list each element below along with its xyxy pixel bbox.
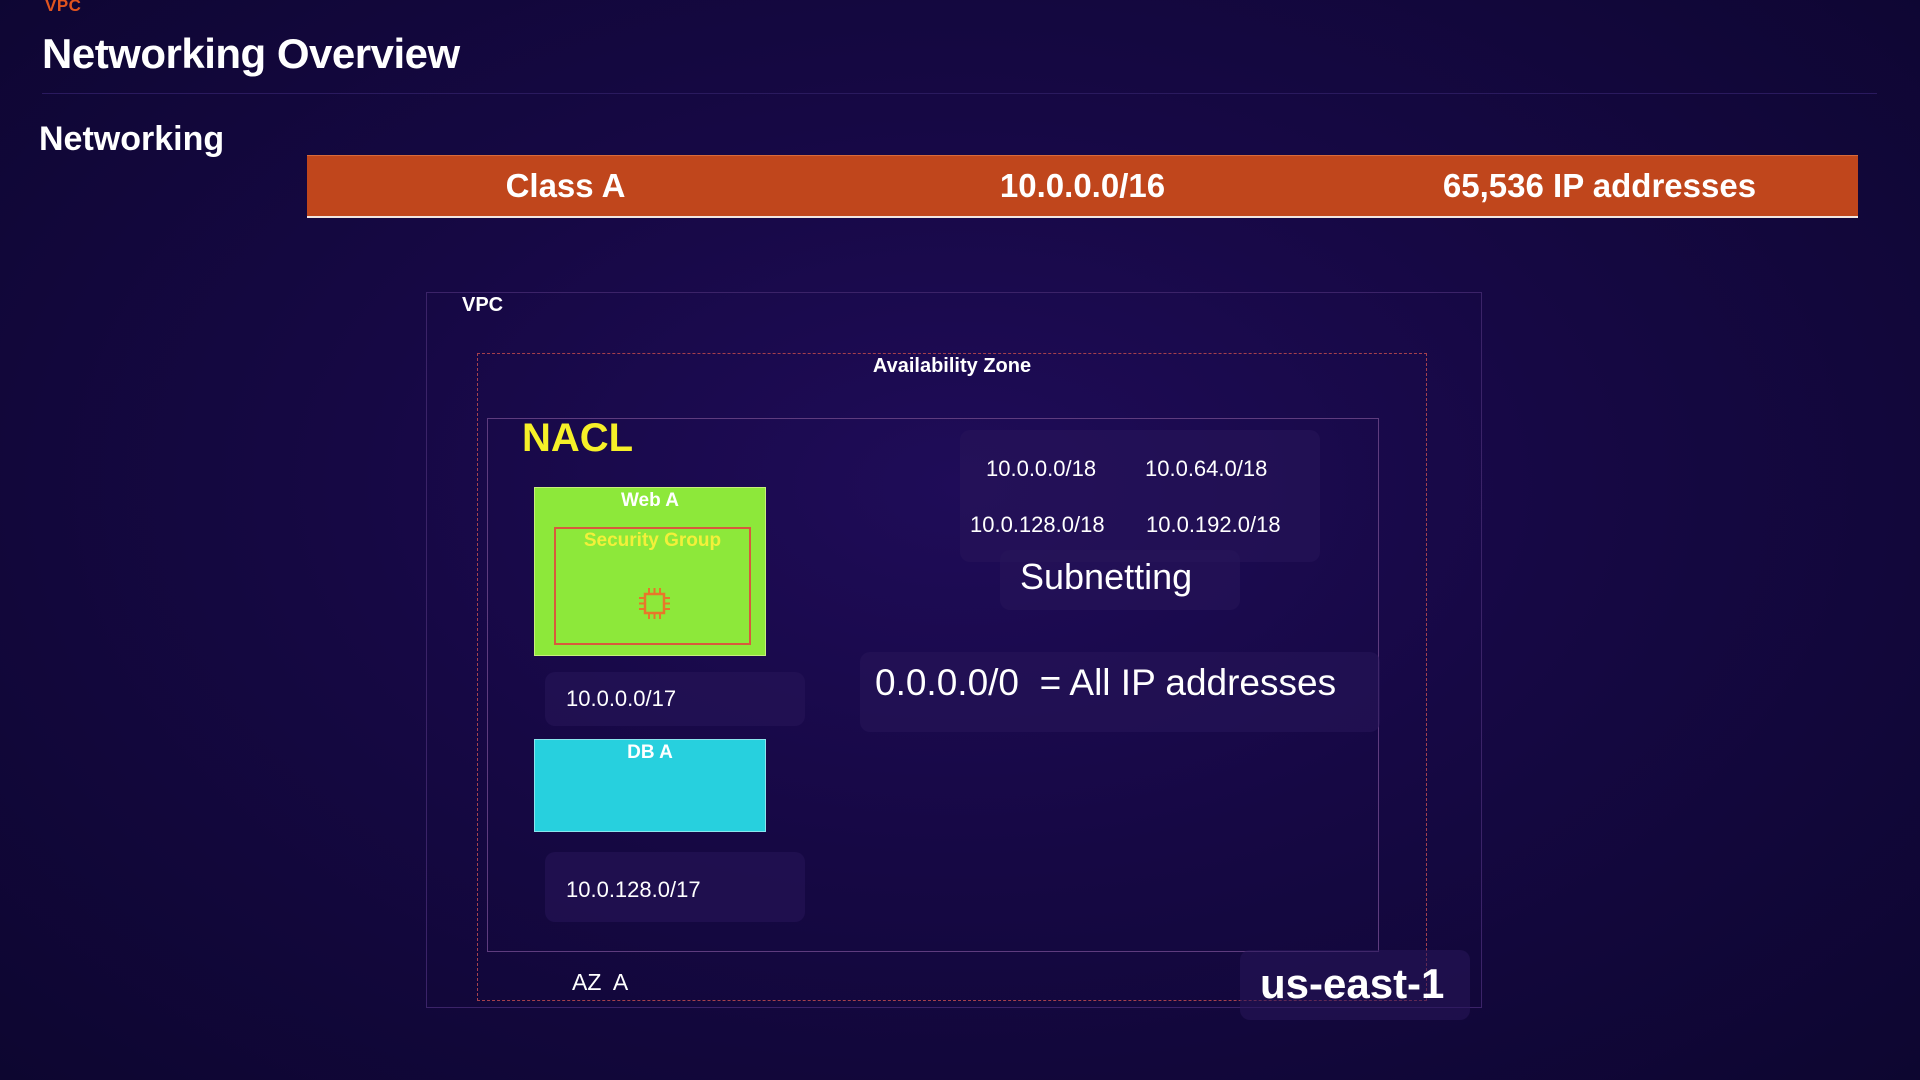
web-subnet-box <box>534 487 766 656</box>
subnet-cidr-3: 10.0.128.0/18 <box>970 512 1105 537</box>
page-title: Networking Overview <box>42 30 460 77</box>
subnet-cidr-4: 10.0.192.0/18 <box>1146 512 1281 537</box>
vpc-container <box>426 292 1482 1008</box>
availability-zone-label: Availability Zone <box>872 355 1032 377</box>
db-subnet-cidr: 10.0.128.0/17 <box>566 877 701 902</box>
subnet-list-backdrop <box>960 430 1320 562</box>
db-subnet-box <box>534 739 766 832</box>
region-backdrop <box>1240 950 1470 1020</box>
region-label: us-east-1 <box>1260 960 1445 1007</box>
section-heading: Networking <box>39 120 225 158</box>
class-a-banner: Class A 10.0.0.0/16 65,536 IP addresses <box>307 155 1858 218</box>
availability-zone-container <box>477 353 1427 1001</box>
chip-icon <box>639 588 670 619</box>
vpc-label: VPC <box>462 294 504 316</box>
db-subnet-label: DB A <box>627 742 673 763</box>
subnet-cidr-1: 10.0.0.0/18 <box>986 456 1097 481</box>
subnetting-backdrop <box>1000 550 1240 610</box>
all-ip-label: 0.0.0.0/0 = All IP addresses <box>875 662 1337 703</box>
nacl-label: NACL <box>522 416 634 460</box>
vpc-cidr-label: 10.0.0.0/16 <box>999 167 1166 204</box>
all-ip-backdrop <box>860 652 1380 732</box>
breadcrumb: VPC <box>45 0 82 15</box>
db-subnet-cidr-backdrop <box>545 852 805 922</box>
ip-count-label: 65,536 IP addresses <box>1442 167 1757 204</box>
az-name-label: AZ A <box>572 969 629 995</box>
web-subnet-cidr-backdrop <box>545 672 805 726</box>
web-subnet-label: Web A <box>620 490 680 511</box>
title-divider <box>42 93 1877 94</box>
subnetting-label: Subnetting <box>1020 556 1193 597</box>
ip-class-label: Class A <box>505 167 626 204</box>
security-group-box <box>554 527 751 645</box>
security-group-label: Security Group <box>583 530 722 551</box>
web-subnet-cidr: 10.0.0.0/17 <box>566 686 677 711</box>
subnet-cidr-2: 10.0.64.0/18 <box>1145 456 1268 481</box>
